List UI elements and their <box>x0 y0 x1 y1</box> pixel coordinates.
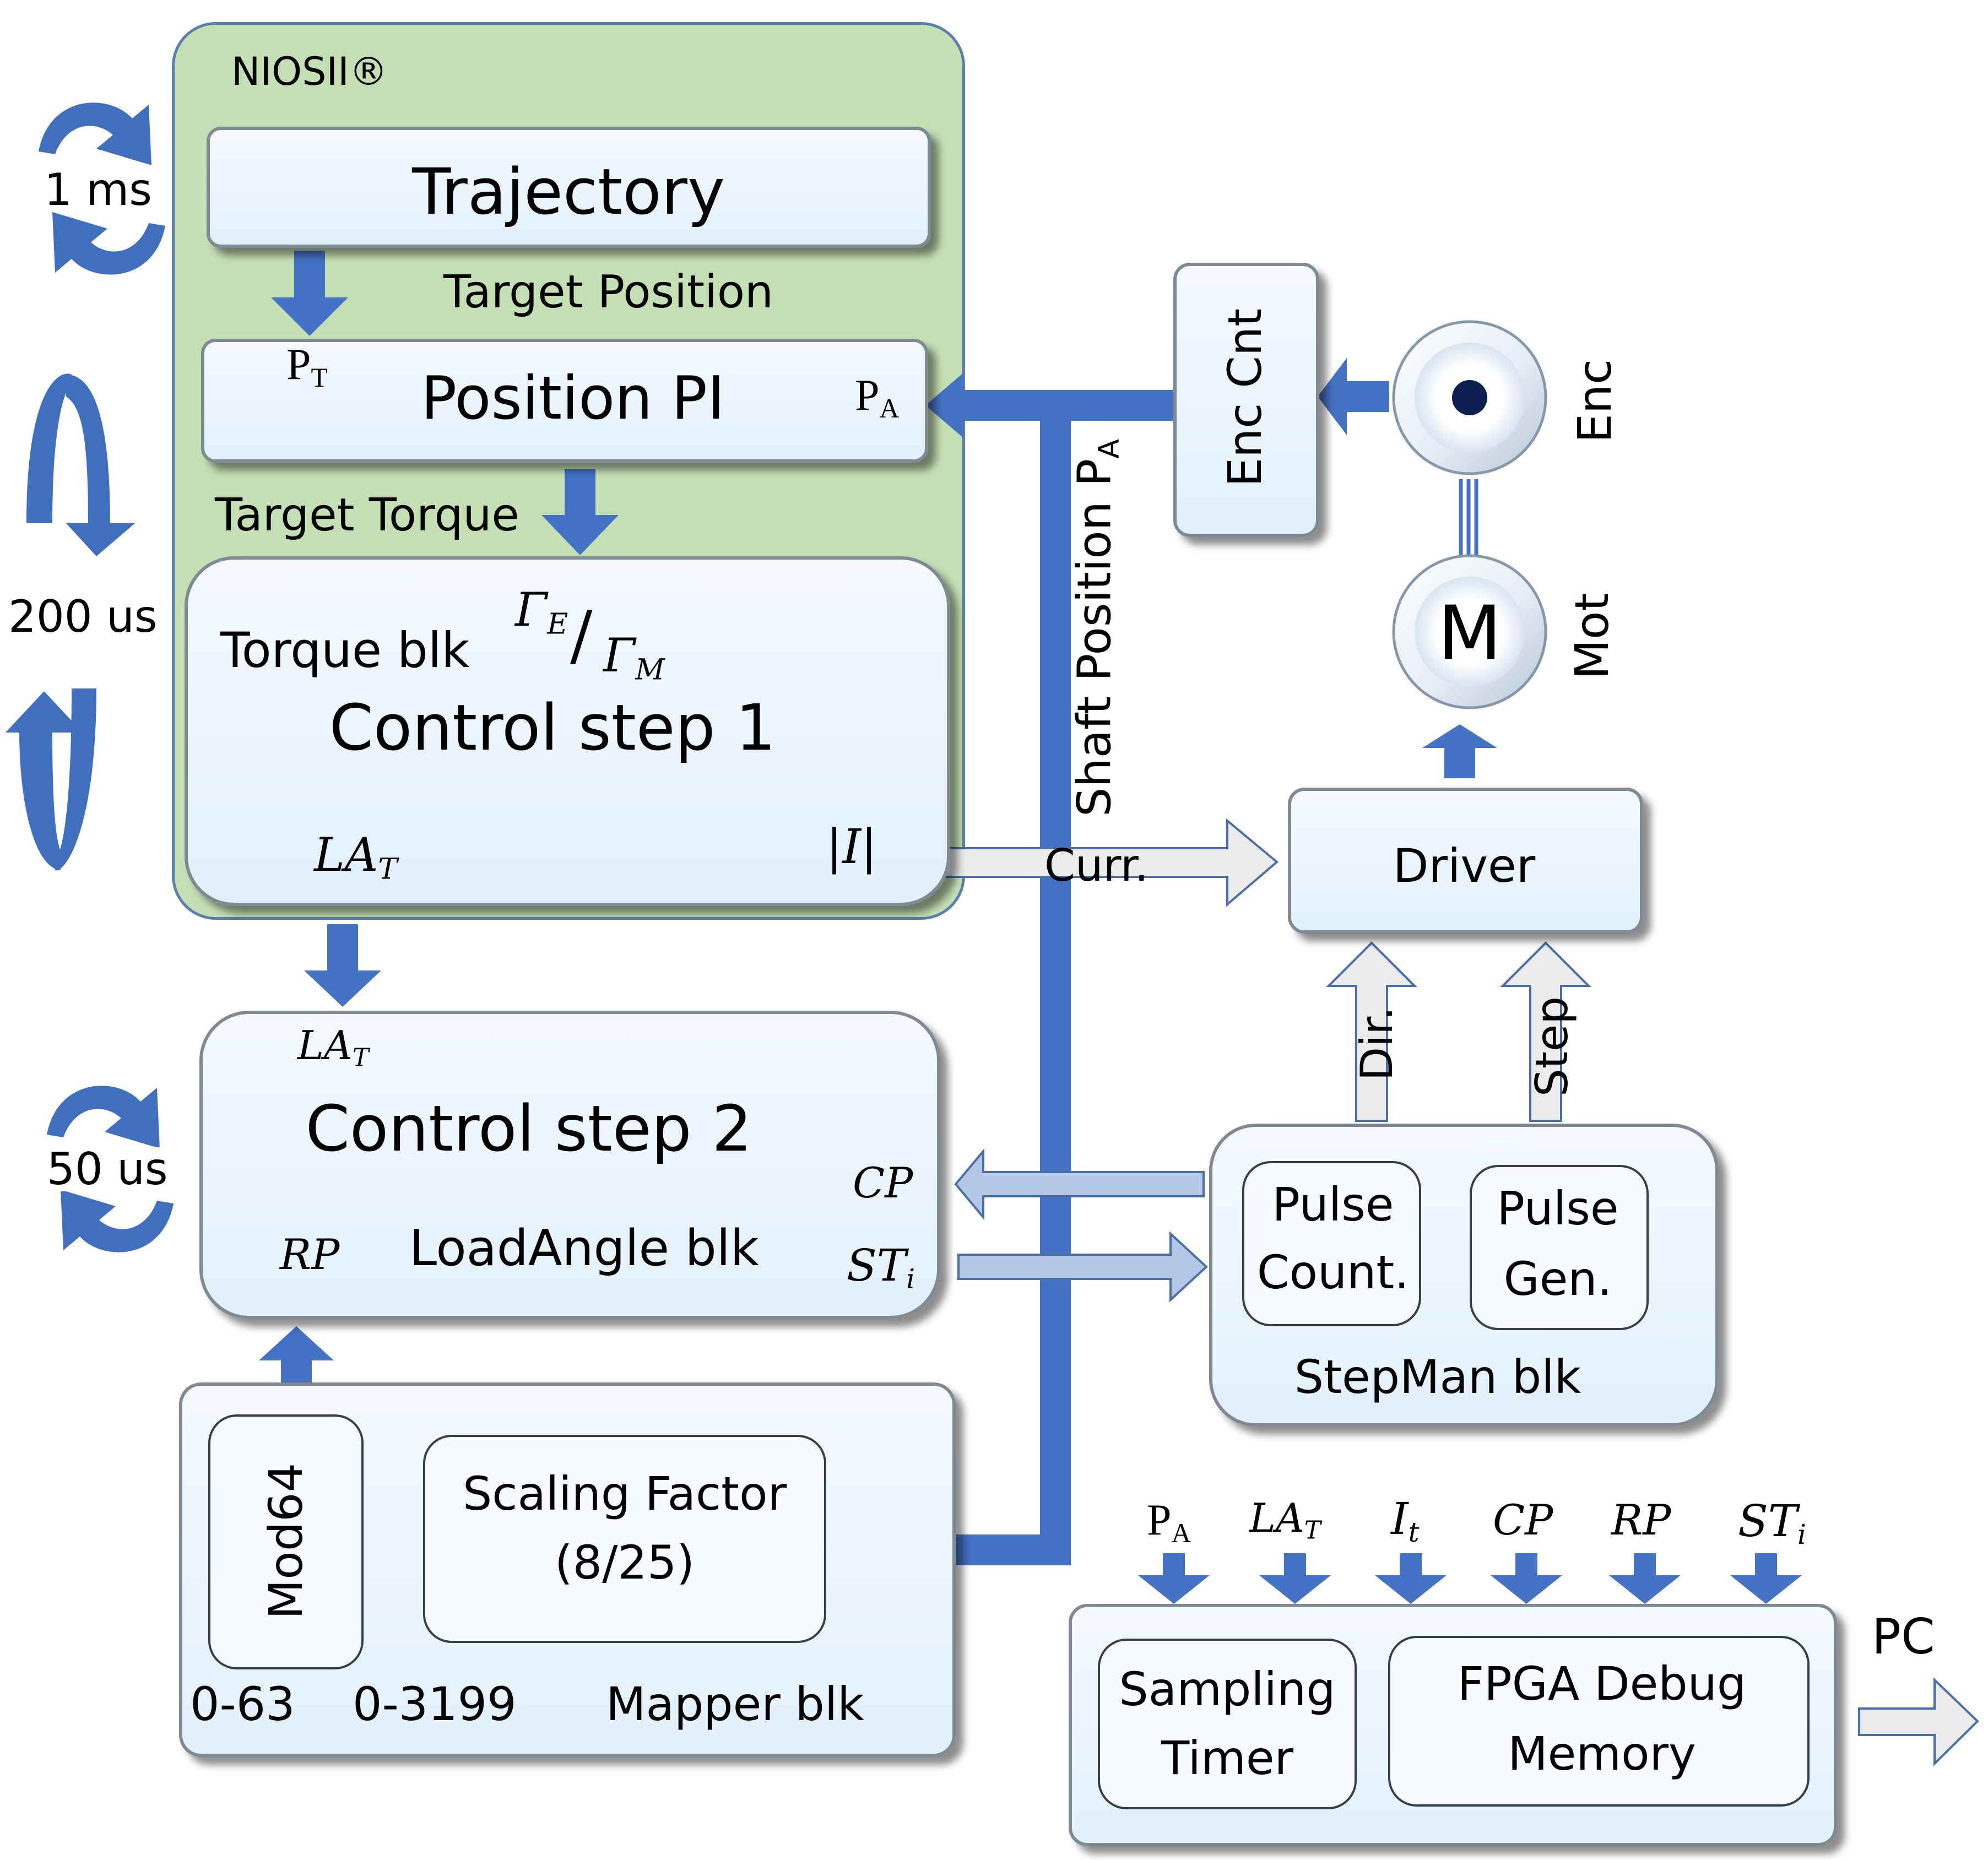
torque-current-output: |I| <box>826 820 877 875</box>
mapper-range-low: 0-63 <box>190 1677 295 1731</box>
encoder-label: Enc <box>1568 359 1622 443</box>
trajectory-block <box>207 127 931 248</box>
arrow-pi-to-torque <box>541 469 619 555</box>
trajectory-label: Trajectory <box>412 155 725 229</box>
enc-cnt-block <box>1173 263 1319 537</box>
sampling-timer-line1: Sampling <box>1119 1662 1336 1716</box>
dir-label: Dir. <box>1351 1006 1402 1081</box>
loadangle-st-output: STi <box>847 1240 916 1295</box>
cycle-arrow-50us <box>47 1086 174 1252</box>
nios-label: NIOSII® <box>231 49 388 94</box>
motor-label: Mot <box>1565 593 1619 680</box>
mapper-range-high: 0-3199 <box>353 1677 517 1731</box>
pi-target-input: PT <box>286 340 328 393</box>
dir-arrow <box>1326 941 1417 1122</box>
position-pi-block <box>201 339 928 463</box>
target-position-label: Target Position <box>443 266 774 318</box>
curr-arrow <box>938 818 1279 907</box>
control-step-1-title: Control step 1 <box>329 691 776 765</box>
mod64-block <box>208 1414 364 1669</box>
cycle-arrow-200us <box>6 373 135 871</box>
fpga-memory-line1: FPGA Debug <box>1457 1657 1747 1711</box>
cycle-arrow-1ms <box>39 102 165 275</box>
debug-input-arrows <box>1138 1553 1802 1604</box>
torque-ratio-bottom: ΓM <box>603 628 665 687</box>
scaling-factor-line2: (8/25) <box>554 1536 695 1590</box>
enc-cnt-label: Enc Cnt <box>1218 308 1272 487</box>
hollow-arrows <box>938 818 1979 1766</box>
pulse-gen-block <box>1470 1165 1649 1330</box>
step-label: Step <box>1526 996 1578 1097</box>
pulse-gen-line1: Pulse <box>1497 1181 1619 1235</box>
pc-label: PC <box>1872 1608 1935 1665</box>
torque-block-name: Torque blk <box>220 622 470 679</box>
torque-la-output: LAT <box>314 828 398 886</box>
loadangle-cp-input: CP <box>853 1158 913 1207</box>
timing-1ms: 1 ms <box>44 164 152 215</box>
loadangle-block <box>199 1011 940 1319</box>
arrow-trajectory-to-pi <box>271 251 348 336</box>
fpga-memory-line2: Memory <box>1508 1727 1696 1781</box>
driver-label: Driver <box>1393 839 1536 893</box>
control-step-2-title: Control step 2 <box>305 1092 752 1166</box>
pc-arrow <box>1858 1677 1979 1766</box>
debug-input-cp: CP <box>1493 1495 1553 1544</box>
debug-input-it: It <box>1391 1493 1420 1548</box>
mapper-block-name: Mapper blk <box>606 1677 864 1731</box>
driver-block <box>1288 788 1643 934</box>
sampling-timer-line2: Timer <box>1161 1731 1294 1785</box>
stepman-block-name: StepMan blk <box>1294 1350 1581 1404</box>
target-torque-label: Target Torque <box>215 489 519 541</box>
torque-ratio-slash: / <box>570 598 593 674</box>
torque-block <box>185 556 950 906</box>
scaling-factor-block <box>423 1435 826 1643</box>
fpga-debug-memory-block <box>1388 1636 1810 1807</box>
timing-50us: 50 us <box>47 1143 168 1195</box>
shaft-position-label: Shaft Position PA <box>1067 439 1126 817</box>
pi-actual-input: PA <box>855 371 900 424</box>
loadangle-la-input: LAT <box>297 1022 369 1072</box>
timing-200us: 200 us <box>8 591 158 642</box>
step-arrow <box>1500 941 1591 1122</box>
mod64-label: Mod64 <box>259 1462 313 1620</box>
position-pi-label: Position PI <box>421 364 725 433</box>
motor <box>1392 554 1547 709</box>
encoder-disc <box>1392 320 1547 475</box>
pulse-count-line2: Count. <box>1256 1245 1410 1299</box>
curr-label: Curr. <box>1044 840 1149 891</box>
debug-input-rp: RP <box>1611 1495 1671 1544</box>
loadangle-block-name: LoadAngle blk <box>409 1219 759 1277</box>
pulse-gen-line2: Gen. <box>1503 1252 1612 1306</box>
pulse-count-line1: Pulse <box>1272 1178 1394 1232</box>
torque-ratio-top: ΓE <box>515 583 568 641</box>
debug-input-pa: PA <box>1147 1496 1191 1548</box>
sampling-timer-block <box>1098 1639 1357 1809</box>
motor-symbol: M <box>1437 590 1502 676</box>
debug-input-la: LAT <box>1249 1495 1321 1545</box>
loadangle-rp-input: RP <box>280 1230 340 1279</box>
arrow-enc-to-enccnt <box>1318 358 1389 435</box>
pulse-count-block <box>1242 1161 1421 1326</box>
arrow-torque-to-loadangle <box>304 924 381 1007</box>
scaling-factor-line1: Scaling Factor <box>462 1467 787 1521</box>
arrow-driver-to-motor <box>1422 724 1497 778</box>
cp-st-arrows <box>954 1148 1208 1303</box>
debug-input-st: STi <box>1738 1495 1807 1550</box>
